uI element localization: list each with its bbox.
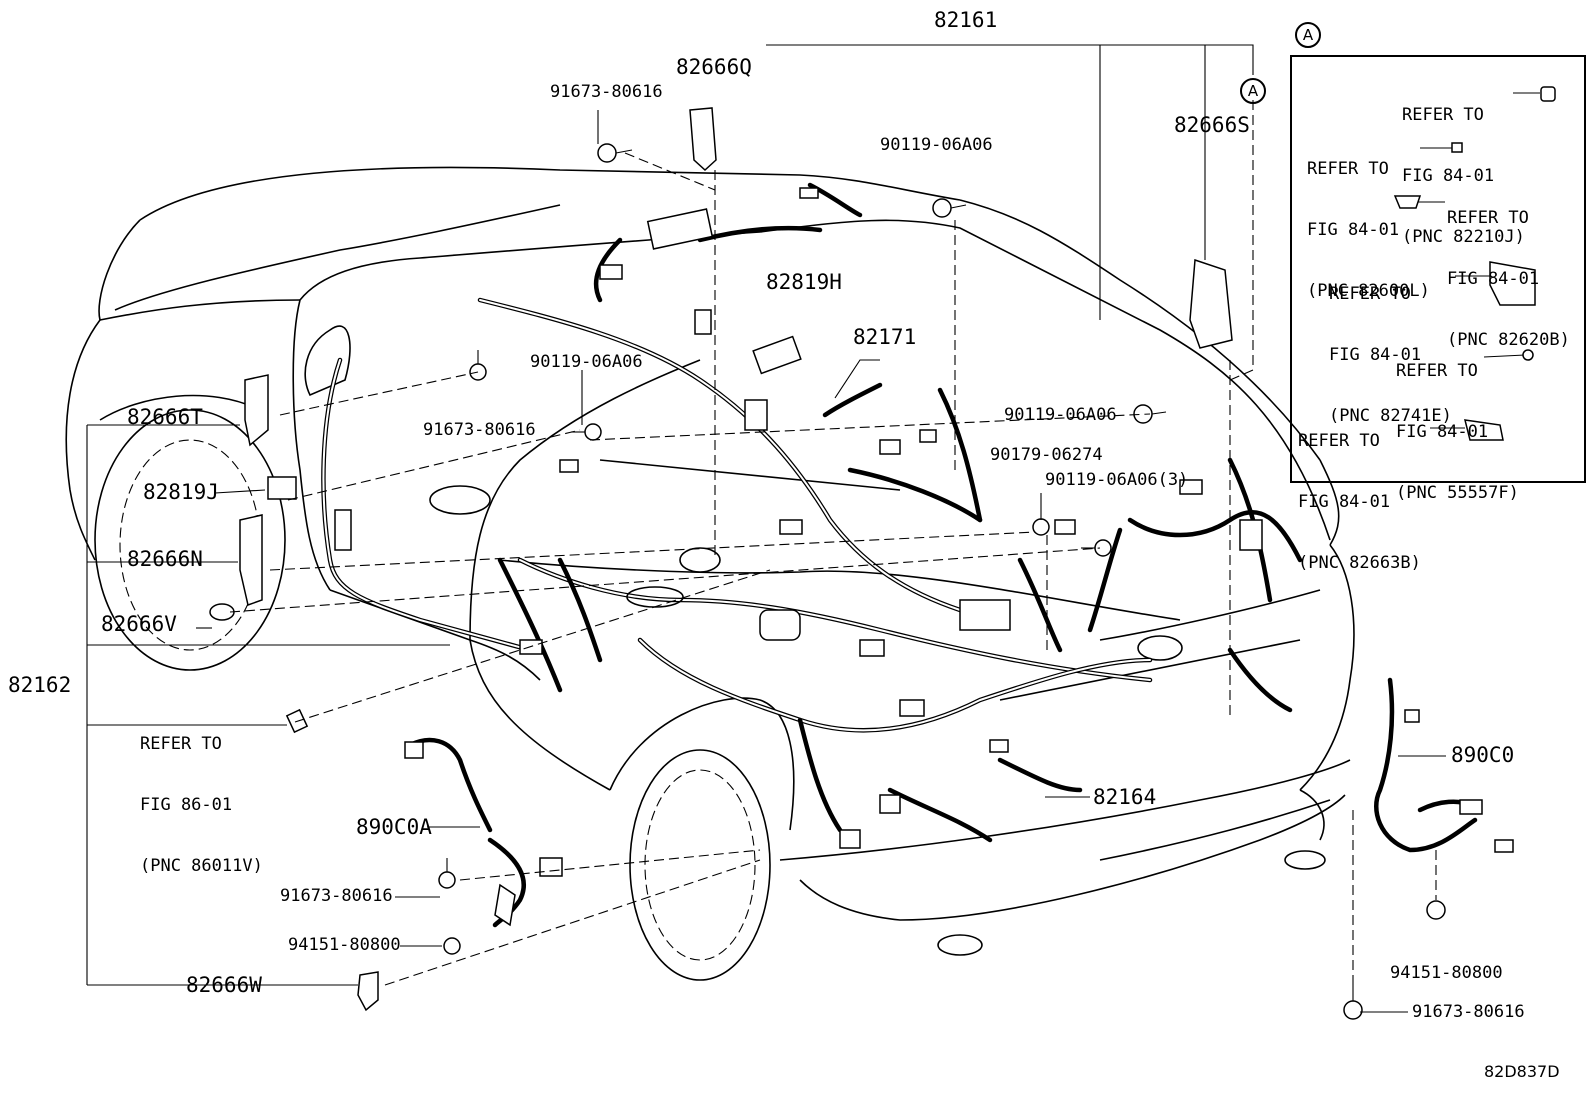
label-82666w: 82666W xyxy=(186,973,262,997)
inset-ref-6: REFER TO FIG 84-01 (PNC 82663B) xyxy=(1298,390,1421,594)
car-body-outline xyxy=(65,166,1355,981)
label-91673-80616-mid: 91673-80616 xyxy=(423,420,536,440)
leader-lines xyxy=(86,44,1540,1013)
inset-ref-2: REFER TO FIG 84-01 (PNC 82600L) xyxy=(1307,118,1430,322)
label-82666t: 82666T xyxy=(127,405,203,429)
inset-ref-3-line2: FIG 84-01 xyxy=(1447,268,1540,289)
label-82164: 82164 xyxy=(1093,785,1157,809)
refer-fig86-line2: FIG 86-01 xyxy=(140,794,233,815)
inset-ref-2-line1: REFER TO xyxy=(1307,158,1389,179)
label-82819j: 82819J xyxy=(143,480,219,504)
inset-ref-4: REFER TO FIG 84-01 (PNC 82741E) xyxy=(1329,243,1452,447)
inset-ref-3-line3: (PNC 82620B) xyxy=(1447,330,1570,351)
inset-ref-6-line1: REFER TO xyxy=(1298,430,1380,451)
inset-parts xyxy=(1393,86,1556,441)
inset-ref-2-line2: FIG 84-01 xyxy=(1307,219,1400,240)
inset-ref-5: REFER TO FIG 84-01 (PNC 55557F) xyxy=(1396,320,1519,524)
inset-ref-6-line3: (PNC 82663B) xyxy=(1298,553,1421,574)
inset-ref-1-line3: (PNC 82210J) xyxy=(1402,227,1525,248)
label-90119-06a06-qty3: 90119-06A06(3) xyxy=(1045,470,1189,490)
inset-box xyxy=(1290,55,1586,483)
inset-ref-5-line3: (PNC 55557F) xyxy=(1396,483,1519,504)
label-91673-80616-right: 91673-80616 xyxy=(1412,1002,1525,1022)
inset-ref-4-line1: REFER TO xyxy=(1329,283,1411,304)
label-94151-80800-right: 94151-80800 xyxy=(1390,963,1503,983)
label-890c0a: 890C0A xyxy=(356,815,432,839)
label-82161: 82161 xyxy=(934,8,998,32)
inset-ref-5-line1: REFER TO xyxy=(1396,360,1478,381)
label-91673-80616-top: 91673-80616 xyxy=(550,82,663,102)
label-82819h: 82819H xyxy=(766,270,842,294)
inset-ref-3: REFER TO FIG 84-01 (PNC 82620B) xyxy=(1447,167,1570,371)
label-82666s: 82666S xyxy=(1174,113,1250,137)
inset-ref-1-line2: FIG 84-01 xyxy=(1402,165,1495,186)
inset-ref-3-line1: REFER TO xyxy=(1447,207,1529,228)
inset-ref-1-line1: REFER TO xyxy=(1402,104,1484,125)
inset-ref-5-line2: FIG 84-01 xyxy=(1396,421,1489,442)
label-91673-80616-low: 91673-80616 xyxy=(280,886,393,906)
refer-fig86-line1: REFER TO xyxy=(140,733,222,754)
label-82171: 82171 xyxy=(853,325,917,349)
label-82666v: 82666V xyxy=(101,612,177,636)
label-90179-06274: 90179-06274 xyxy=(990,445,1103,465)
label-82666q: 82666Q xyxy=(676,55,752,79)
inset-ref-4-line2: FIG 84-01 xyxy=(1329,344,1422,365)
inset-ref-1: REFER TO FIG 84-01 (PNC 82210J) xyxy=(1402,64,1525,268)
label-90119-06a06-right: 90119-06A06 xyxy=(1004,405,1117,425)
diagram-code: 82D837D xyxy=(1484,1062,1560,1081)
label-90119-06a06-top: 90119-06A06 xyxy=(880,135,993,155)
refer-fig86-block: REFER TO FIG 86-01 (PNC 86011V) xyxy=(140,693,263,897)
inset-ref-2-line3: (PNC 82600L) xyxy=(1307,281,1430,302)
label-82162: 82162 xyxy=(8,673,72,697)
label-94151-80800-left: 94151-80800 xyxy=(288,935,401,955)
wire-harness xyxy=(209,107,1514,1012)
label-90119-06a06-mid: 90119-06A06 xyxy=(530,352,643,372)
label-890c0: 890C0 xyxy=(1451,743,1515,767)
refer-fig86-line3: (PNC 86011V) xyxy=(140,856,263,877)
label-82666n: 82666N xyxy=(127,547,203,571)
circle-marker-main: A xyxy=(1240,78,1266,104)
inset-ref-4-line3: (PNC 82741E) xyxy=(1329,406,1452,427)
inset-ref-6-line2: FIG 84-01 xyxy=(1298,491,1391,512)
circle-marker-inset: A xyxy=(1295,22,1321,48)
